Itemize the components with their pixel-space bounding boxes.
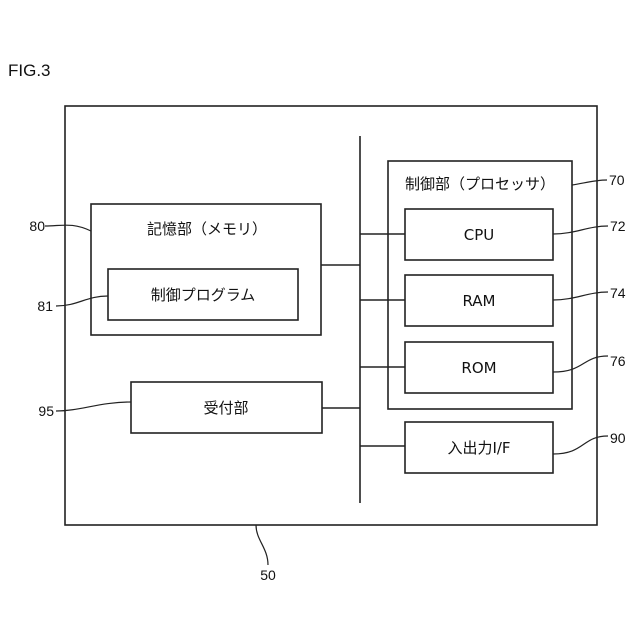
- leader-95: [56, 402, 131, 411]
- leader-90: [553, 436, 608, 454]
- ref-50: 50: [260, 567, 276, 583]
- figure-label: FIG.3: [8, 61, 51, 80]
- ref-90: 90: [610, 430, 626, 446]
- ref-70: 70: [609, 172, 625, 188]
- leader-74: [553, 292, 608, 300]
- control-unit-label: 制御部（プロセッサ）: [405, 175, 555, 193]
- memory-label: 記憶部（メモリ）: [147, 220, 267, 238]
- ref-76: 76: [610, 353, 626, 369]
- ram-label: RAM: [462, 292, 495, 310]
- ref-74: 74: [610, 285, 626, 301]
- io-label: 入出力I/F: [447, 439, 510, 457]
- leader-50: [256, 525, 268, 565]
- leader-81: [56, 296, 108, 306]
- leader-76: [553, 356, 608, 372]
- leader-72: [553, 226, 608, 234]
- ref-80: 80: [29, 218, 45, 234]
- cpu-label: CPU: [464, 226, 495, 244]
- receiver-label: 受付部: [203, 399, 248, 417]
- ref-72: 72: [610, 218, 626, 234]
- rom-label: ROM: [461, 359, 496, 377]
- ref-95: 95: [38, 403, 54, 419]
- leader-80: [45, 225, 91, 231]
- device-frame: [65, 106, 597, 525]
- control-program-label: 制御プログラム: [151, 286, 256, 304]
- leader-70: [572, 180, 607, 185]
- ref-81: 81: [37, 298, 53, 314]
